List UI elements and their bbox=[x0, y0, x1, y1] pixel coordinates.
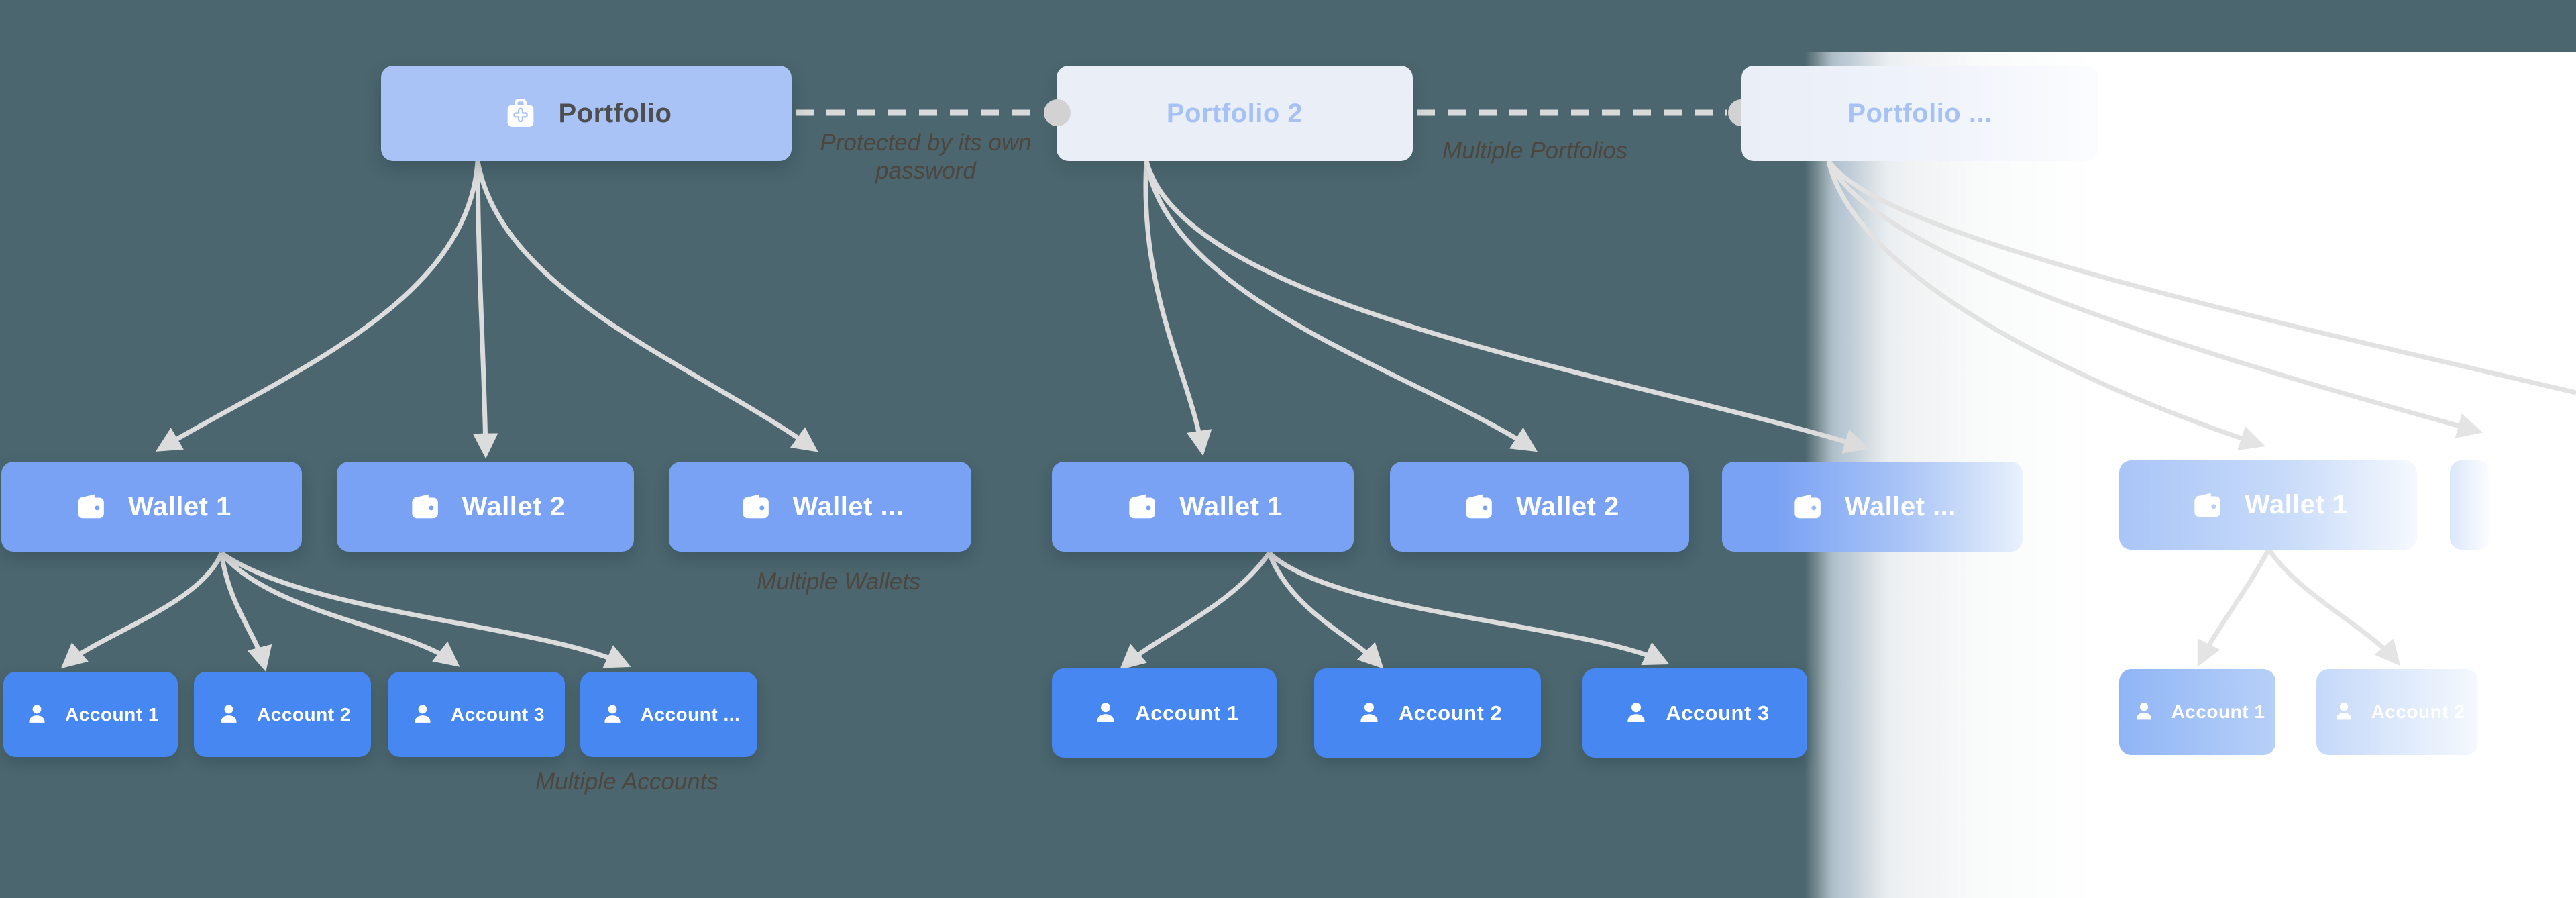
person-icon bbox=[2336, 703, 2351, 720]
tree1-account-2-label: Account 2 bbox=[257, 703, 351, 725]
wallet-icon bbox=[742, 494, 769, 519]
tree1-wallet-1-label: Wallet 1 bbox=[128, 491, 231, 521]
wallet-icon bbox=[411, 494, 438, 519]
tree2-account-3-node: Account 3 bbox=[1582, 668, 1807, 758]
person-icon bbox=[415, 705, 431, 723]
tree1-account-1-label: Account 1 bbox=[65, 703, 159, 725]
tree2-account-3-label: Account 3 bbox=[1666, 701, 1770, 725]
tree1-account-2-node: Account 2 bbox=[194, 672, 371, 757]
annotation-multiple-wallets: Multiple Wallets bbox=[757, 568, 921, 595]
tree2-wallet-1-node: Wallet 1 bbox=[1052, 462, 1354, 552]
portfolio-3-node: Portfolio ... bbox=[1741, 66, 2098, 161]
tree3-account-1-label: Account 1 bbox=[2171, 701, 2265, 722]
wallet1-tree1-fan bbox=[60, 551, 631, 672]
tree1-account-3-label: Account 3 bbox=[451, 703, 545, 725]
tree3-wallet-1-node: Wallet 1 bbox=[2119, 460, 2417, 550]
tree1-account-1-node: Account 1 bbox=[3, 672, 178, 757]
portfolio-1-label: Portfolio bbox=[558, 98, 672, 128]
person-icon bbox=[221, 705, 237, 723]
tree2-account-1-label: Account 1 bbox=[1135, 701, 1239, 725]
portfolio1-fan bbox=[155, 160, 818, 459]
tree1-wallet-2-node: Wallet 2 bbox=[337, 462, 634, 552]
tree2-account-1-node: Account 1 bbox=[1052, 668, 1277, 758]
portfolio-3-label: Portfolio ... bbox=[1847, 98, 1992, 128]
tree3-account-1-node: Account 1 bbox=[2119, 669, 2275, 755]
tree1-wallet-etc-node: Wallet ... bbox=[669, 462, 971, 552]
tree1-wallet-2-label: Wallet 2 bbox=[462, 491, 566, 521]
portfolio2-to-wallet-etc-arrow bbox=[1144, 160, 1870, 454]
annotation-multiple-portfolios: Multiple Portfolios bbox=[1442, 138, 1628, 164]
wallet-icon bbox=[1794, 494, 1821, 519]
tree1-wallet-etc-label: Wallet ... bbox=[792, 491, 904, 521]
tree3-account-2-label: Account 2 bbox=[2371, 701, 2465, 722]
portfolio-1-node: Portfolio bbox=[381, 66, 792, 161]
tree1-wallet-1-node: Wallet 1 bbox=[1, 462, 302, 552]
person-icon bbox=[1097, 702, 1114, 722]
wallet-icon bbox=[1466, 494, 1492, 519]
tree1-account-etc-node: Account ... bbox=[580, 672, 757, 757]
tree2-wallet-1-label: Wallet 1 bbox=[1179, 491, 1283, 521]
portfolio-2-node: Portfolio 2 bbox=[1057, 66, 1413, 161]
tree2-account-2-node: Account 2 bbox=[1314, 668, 1541, 758]
wallet-icon bbox=[78, 494, 104, 519]
annotation-protected-by-password: Protected by its own password bbox=[820, 130, 1032, 184]
person-icon bbox=[2136, 703, 2151, 720]
person-icon bbox=[29, 705, 45, 723]
wallet1-tree2-fan bbox=[1119, 551, 1670, 670]
portfolio-2-label: Portfolio 2 bbox=[1166, 98, 1303, 128]
person-icon bbox=[1627, 702, 1645, 722]
tree3-wallet-2-partial-node bbox=[2450, 460, 2490, 550]
tree1-account-3-node: Account 3 bbox=[388, 672, 565, 757]
portfolio2-fan bbox=[1143, 160, 1538, 456]
wallet-icon bbox=[1129, 494, 1155, 519]
annotation-multiple-accounts: Multiple Accounts bbox=[535, 768, 718, 795]
tree2-wallet-etc-label: Wallet ... bbox=[1845, 491, 1956, 521]
tree2-account-2-label: Account 2 bbox=[1398, 701, 1503, 725]
briefcase-icon bbox=[507, 99, 533, 127]
person-icon bbox=[604, 705, 621, 723]
person-icon bbox=[1360, 702, 1378, 722]
tree3-wallet-1-label: Wallet 1 bbox=[2245, 490, 2348, 519]
tree1-account-etc-label: Account ... bbox=[640, 703, 741, 725]
tree2-wallet-etc-node: Wallet ... bbox=[1722, 462, 2023, 552]
tree2-wallet-2-node: Wallet 2 bbox=[1390, 462, 1689, 552]
tree3-account-2-node: Account 2 bbox=[2316, 669, 2478, 755]
tree2-wallet-2-label: Wallet 2 bbox=[1516, 491, 1619, 521]
wallet-icon bbox=[2194, 493, 2220, 517]
